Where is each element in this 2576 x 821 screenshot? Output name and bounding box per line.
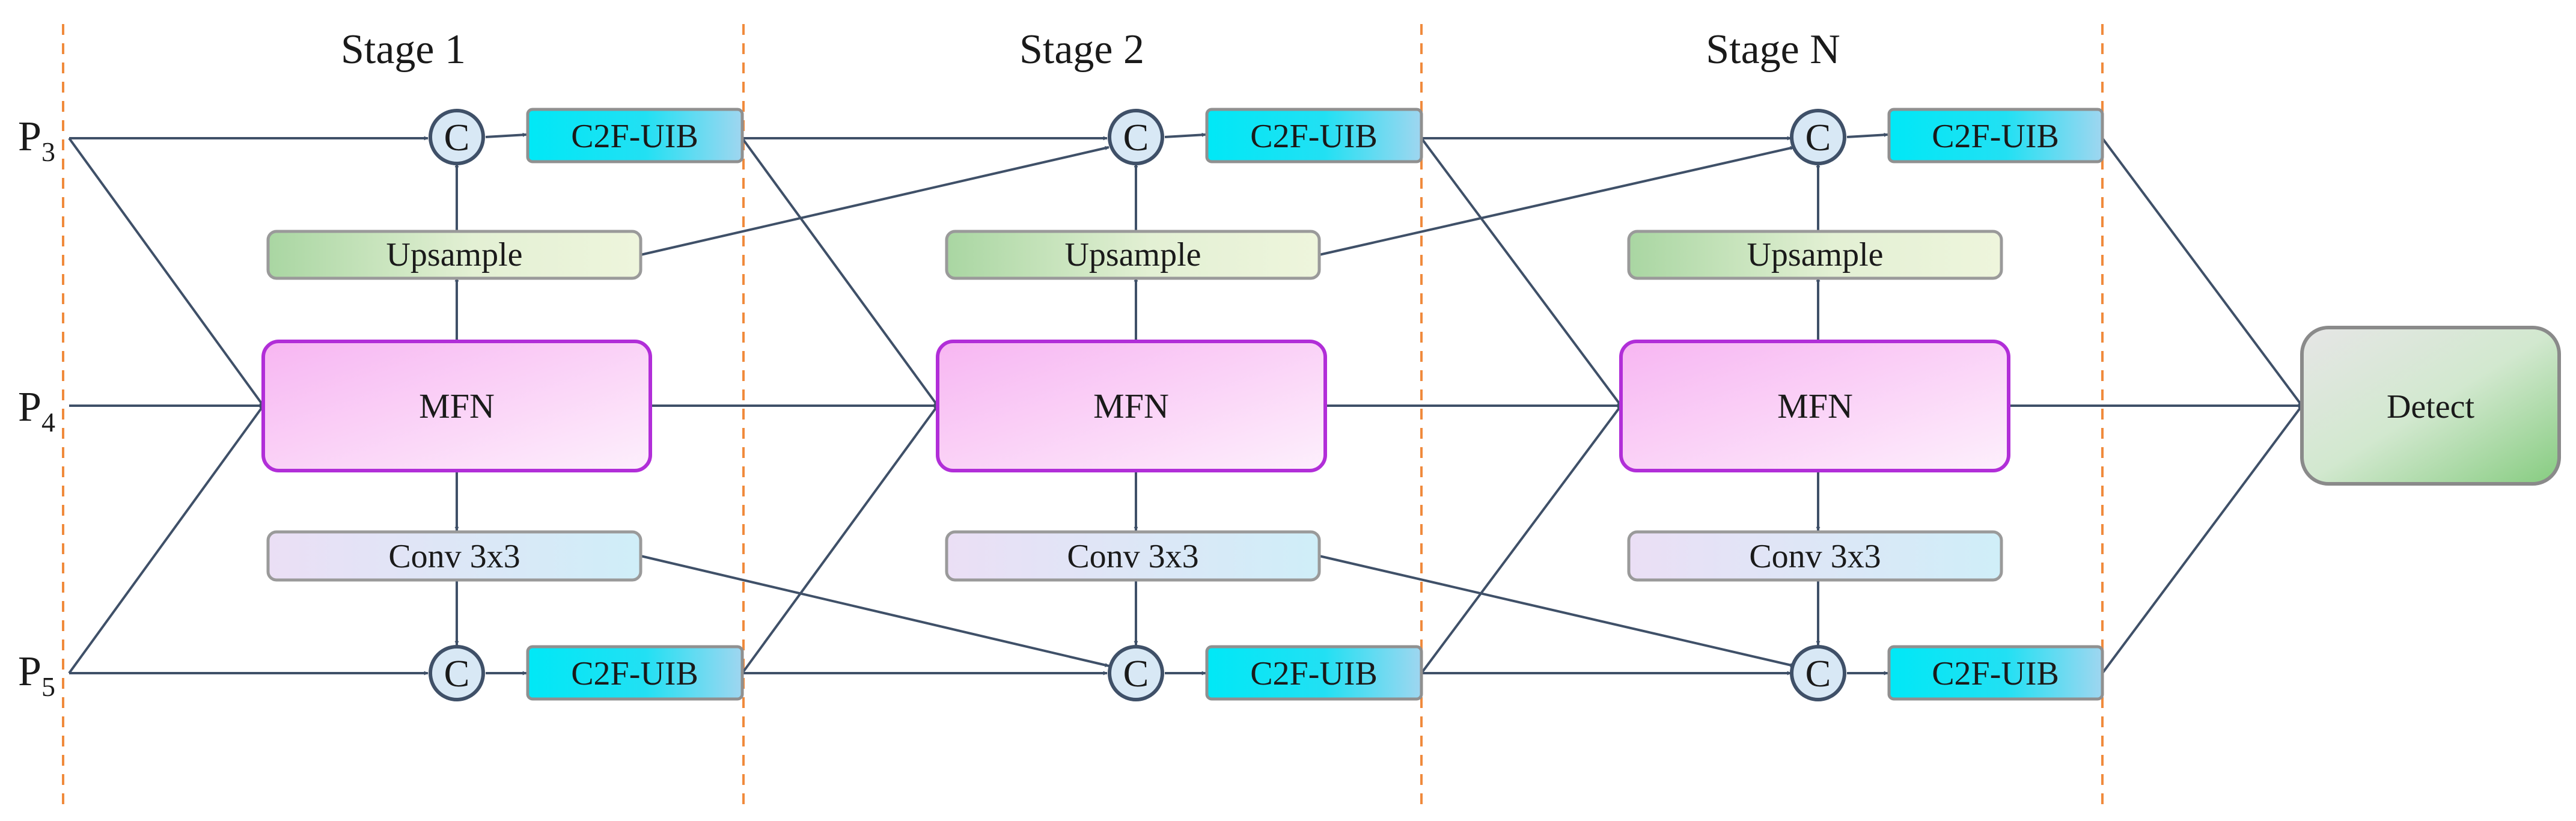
conv-label-2: Conv 3x3 — [1067, 538, 1198, 575]
svg-text:P3: P3 — [18, 114, 55, 167]
c2f-uib-label-bottom-1: C2F-UIB — [571, 655, 698, 692]
detect-head: Detect — [2300, 326, 2561, 486]
stage-n-title: Stage N — [1706, 26, 1840, 73]
edge-upsample1-concat2 — [640, 145, 1109, 256]
c2f-uib-label-bottom-n: C2F-UIB — [1932, 655, 2059, 692]
svg-text:P5: P5 — [18, 649, 55, 702]
stage-1: C C2F-UIB Upsample MFN Conv 3x3 C C2F-UI… — [261, 108, 744, 701]
conv-box-1 — [266, 530, 642, 582]
upsample-label-1: Upsample — [386, 236, 522, 273]
conv-box-n — [1627, 530, 2003, 582]
stage-2: C C2F-UIB Upsample MFN Conv 3x3 C C2F-UI… — [936, 108, 1423, 701]
concat-label-bottom-2: C — [1123, 652, 1149, 695]
concat-node-bottom-1 — [429, 645, 485, 701]
detect-box — [2300, 326, 2561, 486]
mfn-box-1 — [261, 340, 652, 472]
edge-c2f2-mfn3 — [1420, 137, 1622, 407]
edge-c2f3b-detect — [2101, 404, 2303, 674]
c2f-uib-box-bottom-n — [1887, 645, 2104, 701]
svg-text:P4: P4 — [18, 384, 55, 438]
c2f-uib-box-top-1 — [526, 108, 744, 163]
edge-upsample2-concat3 — [1319, 145, 1795, 256]
concat-label-top-1: C — [444, 116, 470, 159]
stage-2-title: Stage 2 — [1019, 26, 1144, 73]
concat-label-top-2: C — [1123, 116, 1149, 159]
stage-1-title: Stage 1 — [341, 26, 466, 73]
conv-box-2 — [945, 530, 1321, 582]
input-p3-main: P — [18, 114, 41, 160]
concat-node-bottom-n — [1790, 645, 1846, 701]
mfn-box-n — [1619, 340, 2010, 472]
input-p5-sub: 5 — [41, 671, 55, 702]
c2f-uib-box-bottom-2 — [1205, 645, 1423, 701]
concat-node-top-2 — [1108, 109, 1164, 165]
concat-label-top-n: C — [1805, 116, 1831, 159]
conv-label-1: Conv 3x3 — [388, 538, 520, 575]
input-p5: P5 — [18, 649, 55, 702]
mfn-label-2: MFN — [1093, 386, 1169, 426]
input-p4: P4 — [18, 384, 55, 438]
edge-c2f2b-mfn3 — [1420, 404, 1622, 674]
c2f-uib-label-top-2: C2F-UIB — [1250, 118, 1378, 155]
mfn-label-1: MFN — [419, 386, 495, 426]
edge-c2f3-detect — [2101, 137, 2303, 407]
concat-label-bottom-n: C — [1805, 652, 1831, 695]
edge-concat3-c2f3 — [1846, 132, 1888, 138]
edge-concat1-c2f1 — [485, 132, 527, 138]
mfn-box-2 — [936, 340, 1327, 472]
mfn-label-n: MFN — [1777, 386, 1853, 426]
edge-p3-mfn-1 — [68, 137, 264, 407]
edge-conv1-concat2b — [640, 555, 1109, 667]
input-p3: P3 — [18, 114, 55, 167]
input-p4-main: P — [18, 384, 41, 430]
edge-p5-mfn-1 — [68, 404, 264, 674]
edge-conv2-concat3b — [1319, 555, 1795, 667]
edge-concat2-c2f2 — [1164, 132, 1206, 138]
detect-label: Detect — [2387, 388, 2475, 426]
c2f-uib-label-top-n: C2F-UIB — [1932, 118, 2059, 155]
concat-label-bottom-1: C — [444, 652, 470, 695]
c2f-uib-label-top-1: C2F-UIB — [571, 118, 698, 155]
upsample-box-2 — [945, 230, 1321, 280]
upsample-box-n — [1627, 230, 2003, 280]
c2f-uib-label-bottom-2: C2F-UIB — [1250, 655, 1378, 692]
stage-dividers — [62, 24, 2104, 805]
input-p3-sub: 3 — [41, 136, 55, 167]
concat-node-top-1 — [429, 109, 485, 165]
upsample-label-n: Upsample — [1747, 236, 1883, 273]
input-p5-main: P — [18, 649, 41, 695]
input-p4-sub: 4 — [41, 407, 55, 438]
stage-n: C C2F-UIB Upsample MFN Conv 3x3 C C2F-UI… — [1619, 108, 2104, 701]
concat-node-bottom-2 — [1108, 645, 1164, 701]
c2f-uib-box-top-n — [1887, 108, 2104, 163]
upsample-label-2: Upsample — [1064, 236, 1201, 273]
conv-label-n: Conv 3x3 — [1749, 538, 1881, 575]
c2f-uib-box-bottom-1 — [526, 645, 744, 701]
c2f-uib-box-top-2 — [1205, 108, 1423, 163]
edges — [68, 132, 2303, 676]
edge-c2f1b-mfn2 — [741, 404, 939, 674]
concat-node-top-n — [1790, 109, 1846, 165]
edge-c2f1-mfn2 — [741, 137, 939, 407]
upsample-box-1 — [266, 230, 642, 280]
